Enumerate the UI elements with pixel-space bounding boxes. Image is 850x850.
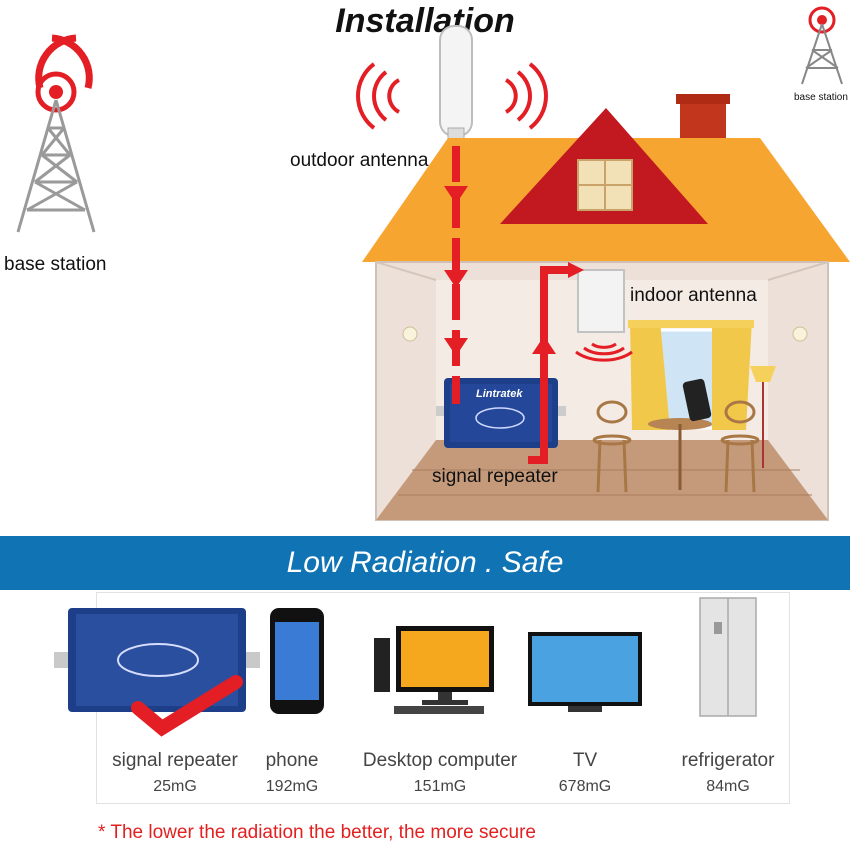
device-radiation-value: 192mG: [265, 778, 319, 795]
device-radiation-value: 25mG: [153, 778, 197, 795]
outdoor-antenna-label: outdoor antenna: [290, 150, 429, 171]
signal-arrowheads: [444, 186, 584, 356]
device-name: refrigerator: [681, 750, 775, 771]
phone-image-icon: [270, 608, 324, 714]
signal-repeater-device-icon: [436, 378, 566, 448]
signal-repeater-label: signal repeater: [432, 466, 558, 487]
device-name: Desktop computer: [362, 750, 518, 771]
device-radiation-value: 84mG: [706, 778, 750, 795]
safety-banner-text: Low Radiation . Safe: [286, 546, 564, 579]
device-name: signal repeater: [112, 750, 238, 771]
repeater-brand-logo: Lintratek: [476, 388, 523, 400]
signal-repeater-image-icon: [54, 608, 260, 737]
base-station-right-label: base station: [794, 92, 848, 103]
asterisk-icon: *: [98, 822, 106, 843]
footnote: * The lower the radiation the better, th…: [98, 822, 536, 844]
base-station-tower-left-icon: [16, 34, 96, 233]
desktop-computer-image-icon: [374, 626, 494, 714]
device-name: phone: [265, 750, 319, 771]
refrigerator-image-icon: [699, 597, 757, 717]
signal-path-arrows: [452, 146, 574, 464]
device-radiation-value: 678mG: [558, 778, 612, 795]
checkmark-icon: [131, 675, 243, 737]
outdoor-antenna-icon: [356, 25, 548, 141]
indoor-antenna-label: indoor antenna: [630, 285, 757, 306]
tv-image-icon: [528, 632, 642, 712]
base-station-left-label: base station: [4, 254, 107, 275]
indoor-antenna-icon: [575, 269, 633, 362]
device-images: [54, 597, 757, 737]
safety-banner: [0, 536, 850, 590]
footnote-text: The lower the radiation the better, the …: [110, 822, 536, 843]
house-illustration: [362, 94, 850, 521]
device-radiation-value: 151mG: [413, 778, 467, 795]
page-title: Installation: [335, 2, 515, 40]
installation-illustration: [16, 6, 850, 521]
device-name: TV: [572, 750, 598, 771]
base-station-tower-right-icon: [801, 6, 843, 85]
